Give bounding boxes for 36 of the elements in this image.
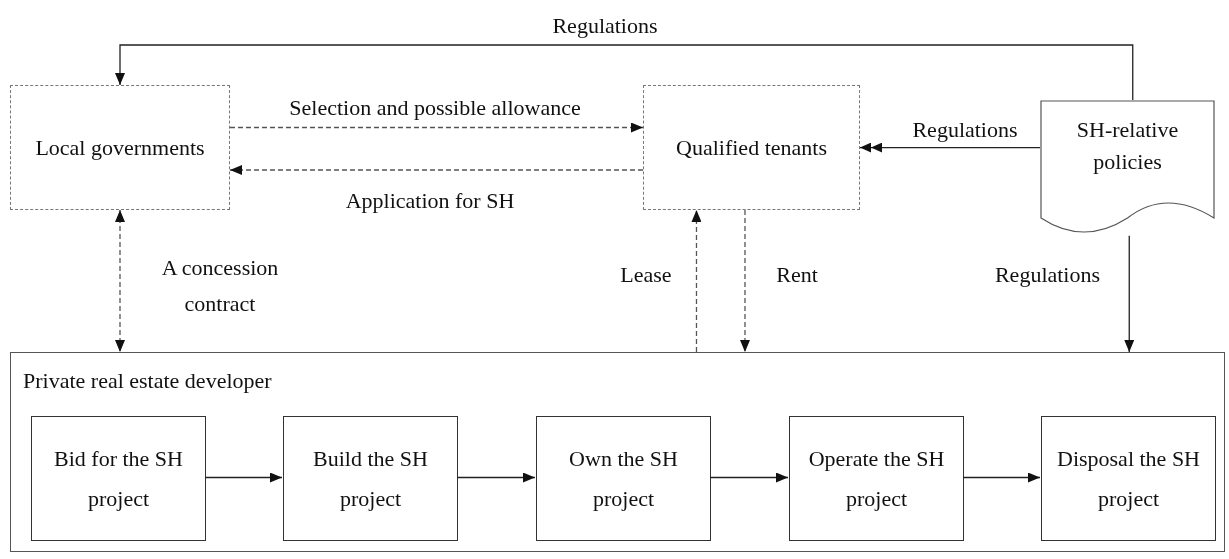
actor-box: [643, 85, 860, 210]
arrow: [229, 122, 644, 133]
edge-label: A concession contract: [160, 254, 280, 318]
edge-label: Regulations: [911, 116, 1019, 144]
document-text: SH-relative policies: [1075, 116, 1180, 176]
arrow: [456, 472, 536, 483]
edge-label: Lease: [619, 261, 673, 289]
edge-label: Application for SH: [344, 187, 516, 215]
box-text: Qualified tenants: [675, 133, 828, 162]
arrow: [115, 44, 1134, 101]
box-text: Bid for the SH project: [53, 444, 184, 513]
arrow: [1124, 235, 1135, 353]
process-box: [1041, 416, 1216, 541]
process-box: [31, 416, 206, 541]
box-text: Disposal the SH project: [1056, 444, 1201, 513]
box-text: Local governments: [34, 133, 206, 162]
box-text: Own the SH project: [568, 444, 679, 513]
arrow: [115, 209, 125, 353]
edge-label: Rent: [775, 261, 819, 289]
box-text: Operate the SH project: [807, 444, 946, 513]
edge-label: Regulations: [551, 12, 659, 40]
container-heading: Private real estate developer: [23, 367, 272, 395]
container-box: [10, 352, 1225, 552]
arrow: [204, 472, 283, 483]
process-box: [789, 416, 964, 541]
arrow: [740, 209, 750, 353]
arrow: [691, 209, 702, 353]
edge-label: Regulations: [993, 261, 1102, 289]
arrow: [962, 472, 1041, 483]
process-box: [536, 416, 711, 541]
actor-box: [10, 85, 230, 210]
box-text: Build the SH project: [312, 444, 429, 513]
process-box: [283, 416, 458, 541]
edge-label: Selection and possible allowance: [288, 94, 582, 122]
arrow: [229, 165, 644, 175]
arrow: [709, 472, 789, 483]
